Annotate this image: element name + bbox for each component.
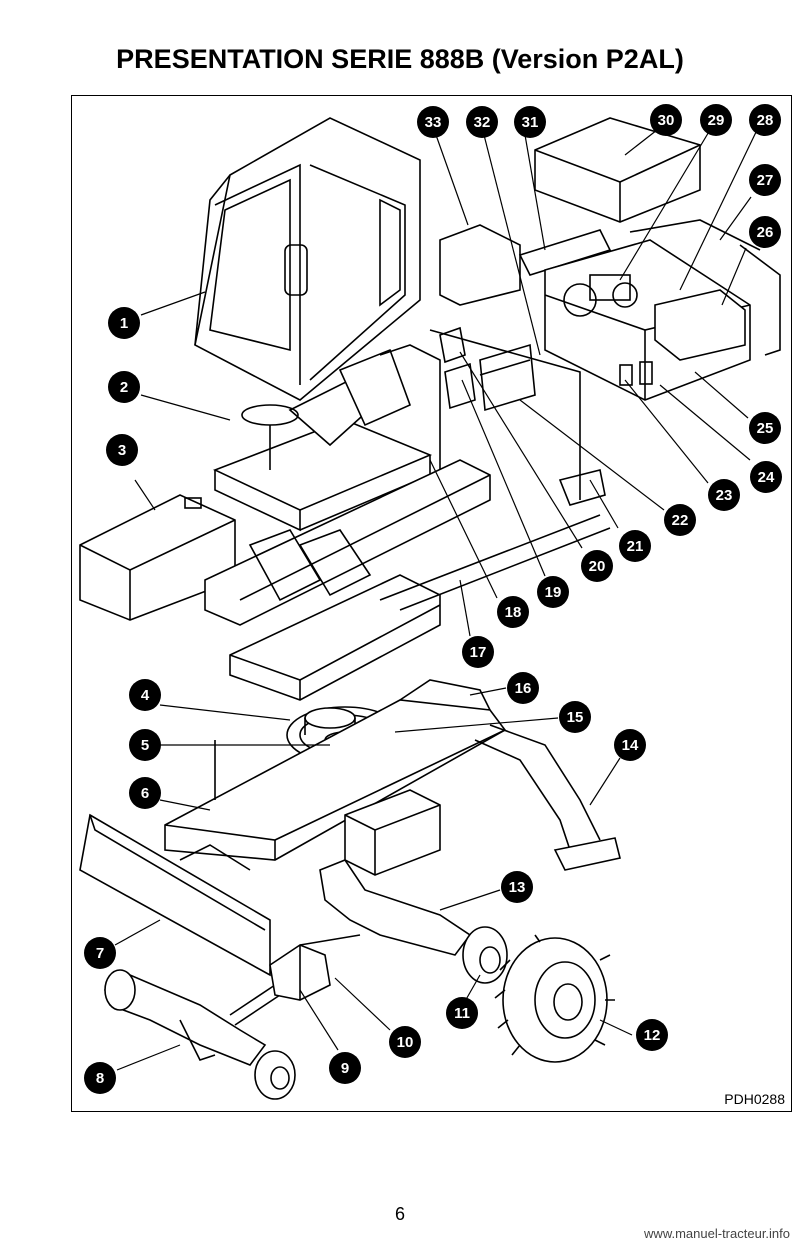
callout-13: 13 — [501, 871, 533, 903]
callout-25: 25 — [749, 412, 781, 444]
svg-text:13: 13 — [509, 879, 526, 896]
svg-text:24: 24 — [758, 469, 775, 486]
page-title: PRESENTATION SERIE 888B (Version P2AL) — [116, 44, 684, 74]
callout-7: 7 — [84, 937, 116, 969]
callout-26: 26 — [749, 216, 781, 248]
svg-text:7: 7 — [96, 945, 104, 962]
fuel-tank-drawing — [79, 494, 236, 621]
callout-11: 11 — [446, 997, 478, 1029]
callout-17: 17 — [462, 636, 494, 668]
callout-2: 2 — [108, 371, 140, 403]
callout-29: 29 — [700, 104, 732, 136]
svg-text:15: 15 — [567, 709, 584, 726]
svg-text:14: 14 — [622, 737, 639, 754]
svg-text:11: 11 — [454, 1005, 470, 1022]
svg-text:10: 10 — [397, 1034, 414, 1051]
callout-22: 22 — [664, 504, 696, 536]
svg-text:16: 16 — [515, 680, 532, 697]
svg-text:4: 4 — [141, 687, 150, 704]
callout-33: 33 — [417, 106, 449, 138]
svg-text:25: 25 — [757, 420, 774, 437]
callout-18: 18 — [497, 596, 529, 628]
svg-text:30: 30 — [658, 112, 675, 129]
page-number: 6 — [394, 1204, 405, 1224]
leader-lines — [114, 129, 758, 1071]
drive-shaft-drawing — [229, 944, 331, 1026]
callout-14: 14 — [614, 729, 646, 761]
callout-30: 30 — [650, 104, 682, 136]
svg-text:19: 19 — [545, 584, 562, 601]
svg-text:17: 17 — [470, 644, 487, 661]
svg-text:6: 6 — [141, 785, 149, 802]
callout-31: 31 — [514, 106, 546, 138]
cab-drawing — [194, 117, 421, 401]
svg-text:9: 9 — [341, 1060, 349, 1077]
svg-text:20: 20 — [589, 558, 606, 575]
dozer-blade-drawing — [79, 813, 271, 977]
figure-reference: PDH0288 — [724, 1091, 785, 1107]
callout-1: 1 — [108, 307, 140, 339]
svg-text:28: 28 — [757, 112, 774, 129]
control-valve-drawing — [429, 326, 606, 506]
callout-12: 12 — [636, 1019, 668, 1051]
callout-5: 5 — [129, 729, 161, 761]
svg-text:1: 1 — [120, 315, 128, 332]
svg-text:27: 27 — [757, 172, 774, 189]
svg-text:5: 5 — [141, 737, 149, 754]
svg-text:21: 21 — [627, 538, 644, 555]
svg-text:2: 2 — [120, 379, 128, 396]
svg-text:33: 33 — [425, 114, 442, 131]
callout-4: 4 — [129, 679, 161, 711]
svg-text:22: 22 — [672, 512, 689, 529]
svg-text:26: 26 — [757, 224, 774, 241]
callout-10: 10 — [389, 1026, 421, 1058]
callout-20: 20 — [581, 550, 613, 582]
callout-15: 15 — [559, 701, 591, 733]
callout-16: 16 — [507, 672, 539, 704]
callout-9: 9 — [329, 1052, 361, 1084]
callout-28: 28 — [749, 104, 781, 136]
svg-text:23: 23 — [716, 487, 733, 504]
callout-21: 21 — [619, 530, 651, 562]
callout-19: 19 — [537, 576, 569, 608]
callout-8: 8 — [84, 1062, 116, 1094]
callout-3: 3 — [106, 434, 138, 466]
svg-text:32: 32 — [474, 114, 491, 131]
callout-23: 23 — [708, 479, 740, 511]
callout-32: 32 — [466, 106, 498, 138]
wheel-tyre-drawing — [494, 934, 615, 1063]
svg-text:29: 29 — [708, 112, 725, 129]
website-footer: www.manuel-tracteur.info — [644, 1226, 790, 1241]
rear-axle-drawing — [299, 859, 508, 984]
svg-text:8: 8 — [96, 1070, 104, 1087]
callout-6: 6 — [129, 777, 161, 809]
upper-frame-drawing — [204, 459, 611, 701]
seat-and-console-drawing — [212, 344, 441, 532]
callout-27: 27 — [749, 164, 781, 196]
svg-text:31: 31 — [522, 114, 539, 131]
svg-text:3: 3 — [118, 442, 126, 459]
engine-compartment-drawing — [439, 117, 781, 401]
callout-24: 24 — [750, 461, 782, 493]
svg-text:18: 18 — [505, 604, 522, 621]
chassis-drawing — [164, 679, 621, 876]
svg-text:12: 12 — [644, 1027, 661, 1044]
diagram-frame: PDH0288 — [71, 95, 792, 1112]
front-axle-drawing — [104, 969, 296, 1100]
